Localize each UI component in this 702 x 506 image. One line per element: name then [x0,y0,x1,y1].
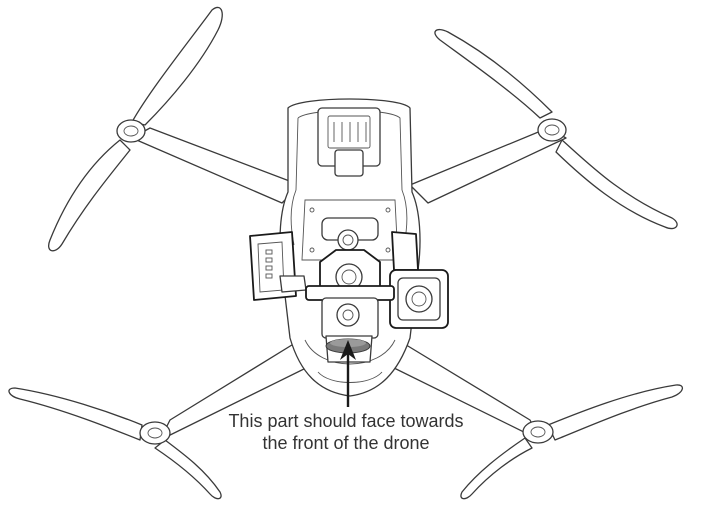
annotation-line-1: This part should face towards [228,411,464,431]
front-right-propeller [434,28,678,230]
pointer-arrow [340,340,356,407]
left-clip-device [249,231,307,301]
right-lens-housing [389,231,449,329]
rear-left-propeller [8,387,222,500]
front-right-arm [409,127,567,204]
front-left-arm [131,127,301,204]
rear-right-propeller [460,384,683,500]
front-left-propeller [48,6,223,252]
gimbal-camera [317,107,381,177]
annotation-line-2: the front of the drone [262,433,430,453]
